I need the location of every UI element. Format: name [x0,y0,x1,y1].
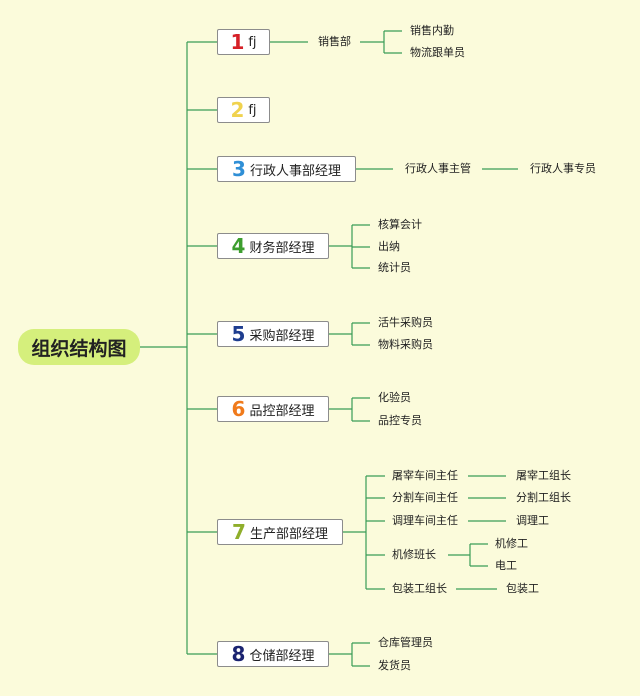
node-warehouse-keeper[interactable]: 仓库管理员 [378,636,433,649]
dept-label-4: 财务部经理 [249,240,315,256]
node-cashier[interactable]: 出纳 [378,240,400,253]
dept-node-3[interactable]: 3 行政人事部经理 [217,156,356,182]
root-node-title: 组织结构图 [18,329,140,365]
node-admin-supervisor[interactable]: 行政人事主管 [405,162,471,175]
dept-node-1[interactable]: 1 fj [217,29,270,55]
dept-node-8[interactable]: 8 仓储部经理 [217,641,329,667]
node-repair-lead[interactable]: 机修班长 [392,548,436,561]
node-statistician[interactable]: 统计员 [378,261,411,274]
node-slaughter-director[interactable]: 屠宰车间主任 [392,469,458,482]
node-cutting-team-lead[interactable]: 分割工组长 [516,491,571,504]
node-conditioning-worker[interactable]: 调理工 [516,514,549,527]
node-material-buyer[interactable]: 物料采购员 [378,338,433,351]
dept-node-5[interactable]: 5 采购部经理 [217,321,329,347]
node-admin-specialist[interactable]: 行政人事专员 [530,162,596,175]
dept-node-2[interactable]: 2 fj [217,97,270,123]
node-qc-specialist[interactable]: 品控专员 [378,414,422,427]
dept-number-6: 6 [231,397,246,421]
dept-label-1: fj [248,34,257,50]
dept-label-2: fj [248,102,257,118]
dept-label-8: 仓储部经理 [249,648,315,664]
node-cattle-buyer[interactable]: 活牛采购员 [378,316,433,329]
dept-label-7: 生产部部经理 [249,526,328,542]
node-conditioning-director[interactable]: 调理车间主任 [392,514,458,527]
dept-label-6: 品控部经理 [249,403,315,419]
node-shipper[interactable]: 发货员 [378,659,411,672]
node-accountant[interactable]: 核算会计 [378,218,422,231]
dept-number-1: 1 [230,30,245,54]
node-logistics-clerk[interactable]: 物流跟单员 [410,46,465,59]
node-slaughter-team-lead[interactable]: 屠宰工组长 [516,469,571,482]
node-packing-lead[interactable]: 包装工组长 [392,582,447,595]
dept-number-4: 4 [231,234,246,258]
dept-label-5: 采购部经理 [249,328,315,344]
dept-node-7[interactable]: 7 生产部部经理 [217,519,343,545]
dept-number-7: 7 [232,520,246,544]
node-electrician[interactable]: 电工 [495,559,517,572]
dept-number-3: 3 [232,157,246,181]
dept-node-4[interactable]: 4 财务部经理 [217,233,329,259]
dept-number-5: 5 [231,322,246,346]
node-sales-clerk[interactable]: 销售内勤 [410,24,454,37]
dept-label-3: 行政人事部经理 [249,163,341,179]
dept-node-6[interactable]: 6 品控部经理 [217,396,329,422]
node-sales[interactable]: 销售部 [318,35,351,48]
node-cutting-director[interactable]: 分割车间主任 [392,491,458,504]
node-packer[interactable]: 包装工 [506,582,539,595]
node-mechanic[interactable]: 机修工 [495,537,528,550]
dept-number-2: 2 [230,98,245,122]
dept-number-8: 8 [231,642,246,666]
node-lab-tester[interactable]: 化验员 [378,391,411,404]
